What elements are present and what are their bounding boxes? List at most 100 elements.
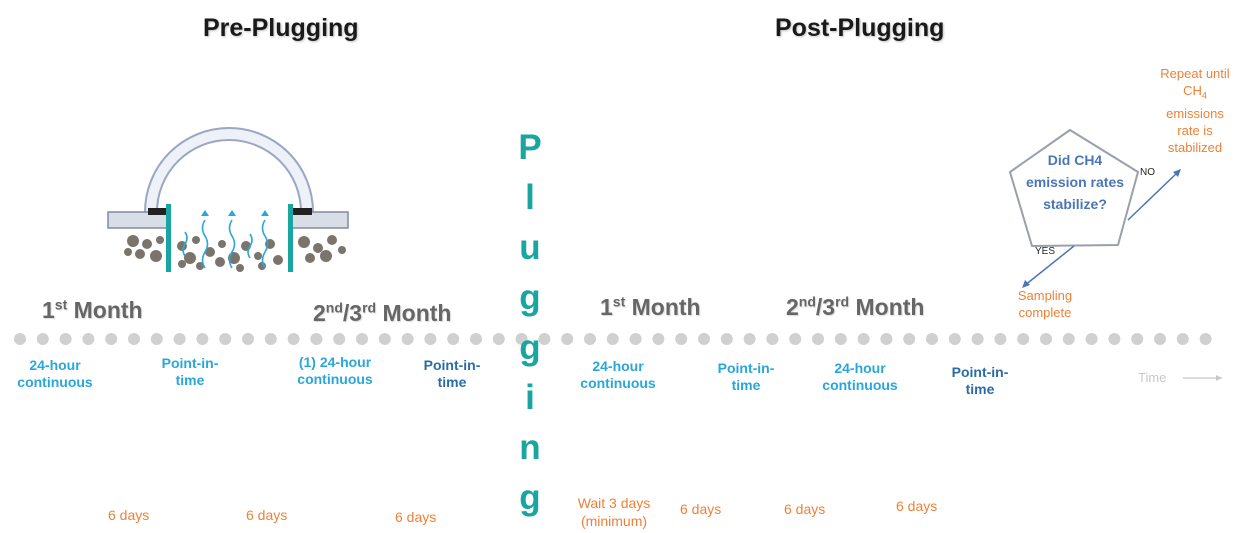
timeline-dot [1176,333,1189,345]
event-line: 24-hour [834,360,886,376]
timeline-dot [561,333,574,345]
duration-label: 6 days [896,498,938,514]
timeline-dot [105,333,118,345]
event-line: continuous [297,371,373,387]
plugging-letter: g [519,278,541,317]
duration-label: 6 days [784,501,826,517]
timeline-dot [310,333,323,345]
note-line: Repeat until [1160,66,1230,81]
no-label: NO [1140,167,1155,178]
duration-label: 6 days [680,501,722,517]
timeline-dots [14,333,1212,345]
event-post-point-in-time-2: Point-in-time [940,364,1020,398]
timeline-dot [652,333,665,345]
timeline-dot [424,333,437,345]
time-axis-label: Time [1138,370,1167,385]
timeline-dot [812,333,824,345]
event-line: time [437,374,467,390]
timeline-dot [14,333,26,345]
plugging-letter: n [519,428,541,467]
timeline-dot [1154,333,1166,345]
timeline-dot [287,333,300,345]
month-word: Month [849,294,925,320]
event-line: 24-hour [29,357,81,373]
month-suffix: rd [362,299,377,316]
month-number: 1 [600,294,613,320]
timeline-dot [196,333,209,345]
time-arrow-head [1216,375,1222,381]
event-line: Point-in- [717,360,775,376]
timeline-dot [1199,333,1212,345]
timeline-dot [880,333,893,345]
note-line-ch4: CH4 [1148,82,1242,105]
event-line: continuous [580,375,656,391]
post-plugging-title: Post-Plugging [775,14,945,42]
month-separator: /3 [342,300,363,326]
timeline-dot [36,333,49,345]
wait-line: (minimum) [580,513,648,529]
decision-line: Did CH4 [1047,152,1103,168]
timeline-dot [378,333,391,345]
timeline-dot [150,333,163,345]
timeline-dot [59,333,72,345]
plugging-letter: P [518,128,542,167]
plugging-letter: g [519,328,541,367]
event-pre-point-in-time-1: Point-in-time [150,355,230,389]
duration-label: 6 days [246,507,288,523]
month-suffix: rd [835,293,850,310]
note-line: stabilized [1167,139,1223,155]
event-line: Point-in- [423,357,481,373]
event-post-point-in-time-1: Point-in-time [706,360,786,394]
plugging-letter: i [525,378,535,417]
event-line: Point-in- [951,364,1009,380]
timeline-dot [401,333,414,345]
timeline-dot [1062,333,1075,345]
decision-line: emission rates [1025,174,1125,190]
timeline-dot [1017,333,1030,345]
timeline-dot [128,333,140,345]
wait-duration-label: Wait 3 days (minimum) [566,494,662,530]
wait-line: Wait 3 days [577,495,651,511]
timeline-dot [356,333,368,345]
month-word: Month [67,297,143,323]
chamber-illustration [107,127,349,272]
decision-line: stabilize? [1043,196,1107,212]
timeline-dot [606,333,619,345]
timeline-dot [834,333,847,345]
month-word: Month [376,300,452,326]
month-separator: /3 [815,294,836,320]
pre-month-2-3-label: 2nd/3rd Month [313,300,451,327]
timeline-dot [743,333,756,345]
yes-arrow-head [1022,280,1030,288]
decision-question: Did CH4 emission rates stabilize? [1015,149,1135,215]
timeline-dot [584,333,596,345]
event-line: (1) 24-hour [298,354,372,370]
timeline-dot [242,333,254,345]
timeline-dot [1108,333,1121,345]
month-number: 1 [42,297,55,323]
month-word: Month [625,294,701,320]
event-line: continuous [17,374,93,390]
event-line: 24-hour [592,358,644,374]
pre-month-1-label: 1st Month [42,297,143,324]
plugging-letter: l [525,178,535,217]
event-line: time [965,381,995,397]
timeline-dot [1040,333,1052,345]
month-number: 2 [786,294,799,320]
no-arrow-head [1173,169,1181,177]
post-month-1-label: 1st Month [600,294,701,321]
timeline-dot [470,333,482,345]
timeline-dot [948,333,961,345]
month-suffix: st [612,293,626,310]
timeline-dot [1131,333,1144,345]
timeline-dot [1085,333,1098,345]
duration-label: 6 days [108,507,150,523]
subscript-4: 4 [1201,90,1207,101]
repeat-note: Repeat until CH4 emissions rate is stabi… [1148,65,1242,156]
timeline-dot [629,333,642,345]
month-suffix: nd [798,293,816,310]
